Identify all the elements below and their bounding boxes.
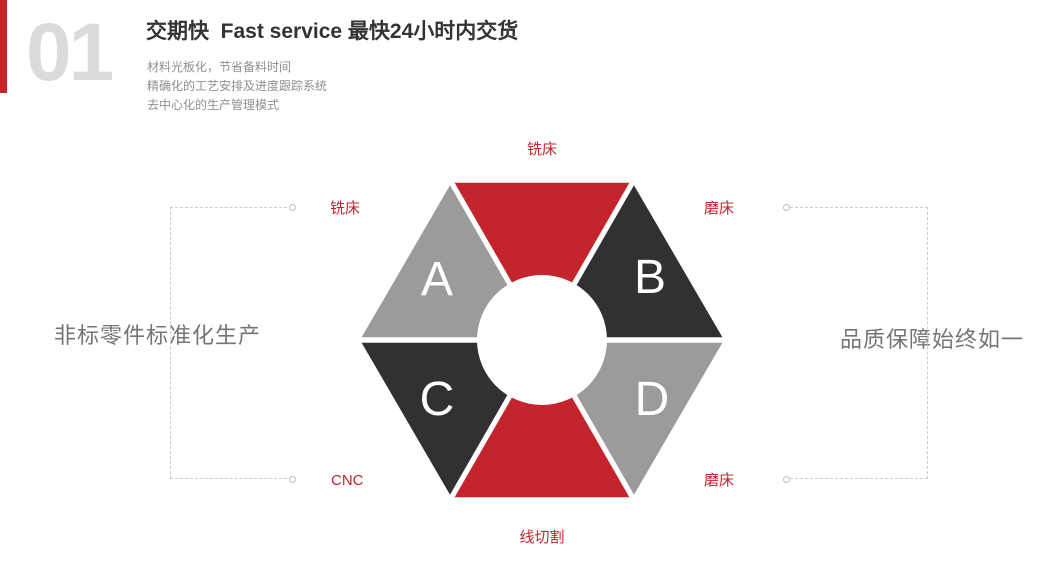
segment-letter-d: D — [635, 373, 670, 426]
segment-top — [454, 182, 630, 335]
left-caption: 非标零件标准化生产 — [54, 323, 262, 348]
label-left-top: 铣床 — [330, 200, 361, 217]
segment-letter-a: A — [421, 253, 453, 306]
label-top: 铣床 — [526, 141, 557, 158]
bullet-item: 精确化的工艺安排及进度跟踪系统 — [147, 79, 328, 93]
section-title: 交期快 Fast service 最快24小时内交货 — [146, 20, 519, 43]
connector-node-icon — [783, 204, 790, 211]
connector-node-icon — [289, 204, 296, 211]
connector-node-icon — [289, 476, 296, 483]
label-bottom: 线切割 — [519, 529, 565, 546]
label-left-bottom: CNC — [331, 472, 364, 489]
segment-letter-c: C — [420, 373, 455, 426]
hexagon-diagram: A B C D — [361, 182, 723, 498]
bullet-item: 材料光板化，节省备料时间 — [147, 60, 292, 74]
right-caption: 品质保障始终如一 — [840, 327, 1025, 352]
segment-bottom — [454, 345, 630, 498]
right-dashed-bracket — [790, 207, 928, 479]
label-right-top: 磨床 — [704, 200, 735, 217]
bullet-list: 材料光板化，节省备料时间 精确化的工艺安排及进度跟踪系统 去中心化的生产管理模式 — [147, 58, 327, 115]
label-right-bottom: 磨床 — [704, 472, 735, 489]
connector-node-icon — [783, 476, 790, 483]
section-number: 01 — [26, 7, 114, 98]
segment-letter-b: B — [634, 251, 666, 304]
center-circle — [477, 275, 607, 405]
bullet-item: 去中心化的生产管理模式 — [147, 98, 280, 112]
red-accent-bar — [0, 0, 7, 93]
left-dashed-bracket — [170, 207, 292, 479]
